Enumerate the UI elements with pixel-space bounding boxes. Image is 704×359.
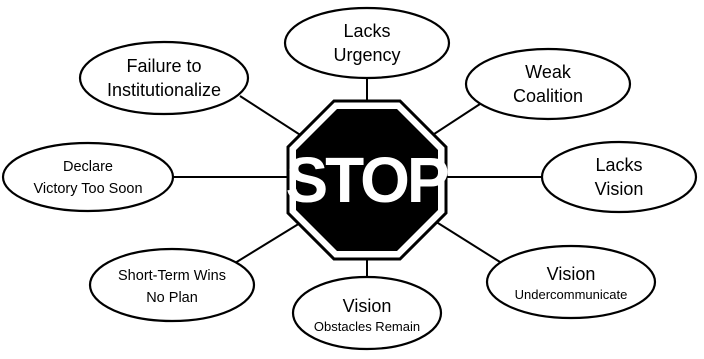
node-declare-victory: Declare Victory Too Soon (1, 141, 175, 213)
node-lacks-vision-line2: Vision (595, 179, 644, 199)
stop-sign-inner (296, 109, 438, 251)
spoke-weak-coalition (427, 103, 481, 139)
node-lacks-vision-line1: Lacks (595, 155, 642, 175)
stop-label: STOP (285, 144, 447, 216)
node-failure-institutionalize: Failure to Institutionalize (78, 40, 250, 116)
node-weak-coalition: Weak Coalition (464, 47, 632, 121)
node-vision-undercommunicate-line2: Undercommunicate (515, 287, 628, 302)
spokes (174, 75, 543, 282)
node-weak-coalition-line2: Coalition (513, 86, 583, 106)
node-lacks-urgency: Lacks Urgency (283, 6, 451, 80)
node-short-term-wins-line1: Short-Term Wins (118, 268, 226, 284)
node-vision-obstacles-remain-line2: Obstacles Remain (314, 319, 420, 334)
node-vision-obstacles-remain-line1: Vision (343, 296, 392, 316)
stop-sign: STOP (285, 99, 451, 261)
node-short-term-wins-line2: No Plan (146, 290, 198, 306)
node-short-term-wins: Short-Term Wins No Plan (88, 247, 256, 323)
node-declare-victory-line1: Declare (63, 159, 113, 175)
node-vision-undercommunicate-line1: Vision (547, 264, 596, 284)
node-failure-institutionalize-line1: Failure to (126, 56, 201, 76)
node-lacks-urgency-line2: Urgency (333, 45, 400, 65)
node-vision-obstacles-remain: Vision Obstacles Remain (291, 275, 443, 351)
node-vision-undercommunicate: Vision Undercommunicate (485, 244, 657, 320)
node-declare-victory-line2: Victory Too Soon (33, 181, 142, 197)
spoke-short-term-wins (234, 219, 306, 264)
node-weak-coalition-line1: Weak (525, 62, 572, 82)
node-lacks-urgency-line1: Lacks (343, 21, 390, 41)
node-failure-institutionalize-line2: Institutionalize (107, 80, 221, 100)
spoke-vision-undercommunicate (429, 217, 501, 263)
node-lacks-vision: Lacks Vision (540, 140, 698, 214)
spoke-failure-institutionalize (239, 95, 306, 139)
